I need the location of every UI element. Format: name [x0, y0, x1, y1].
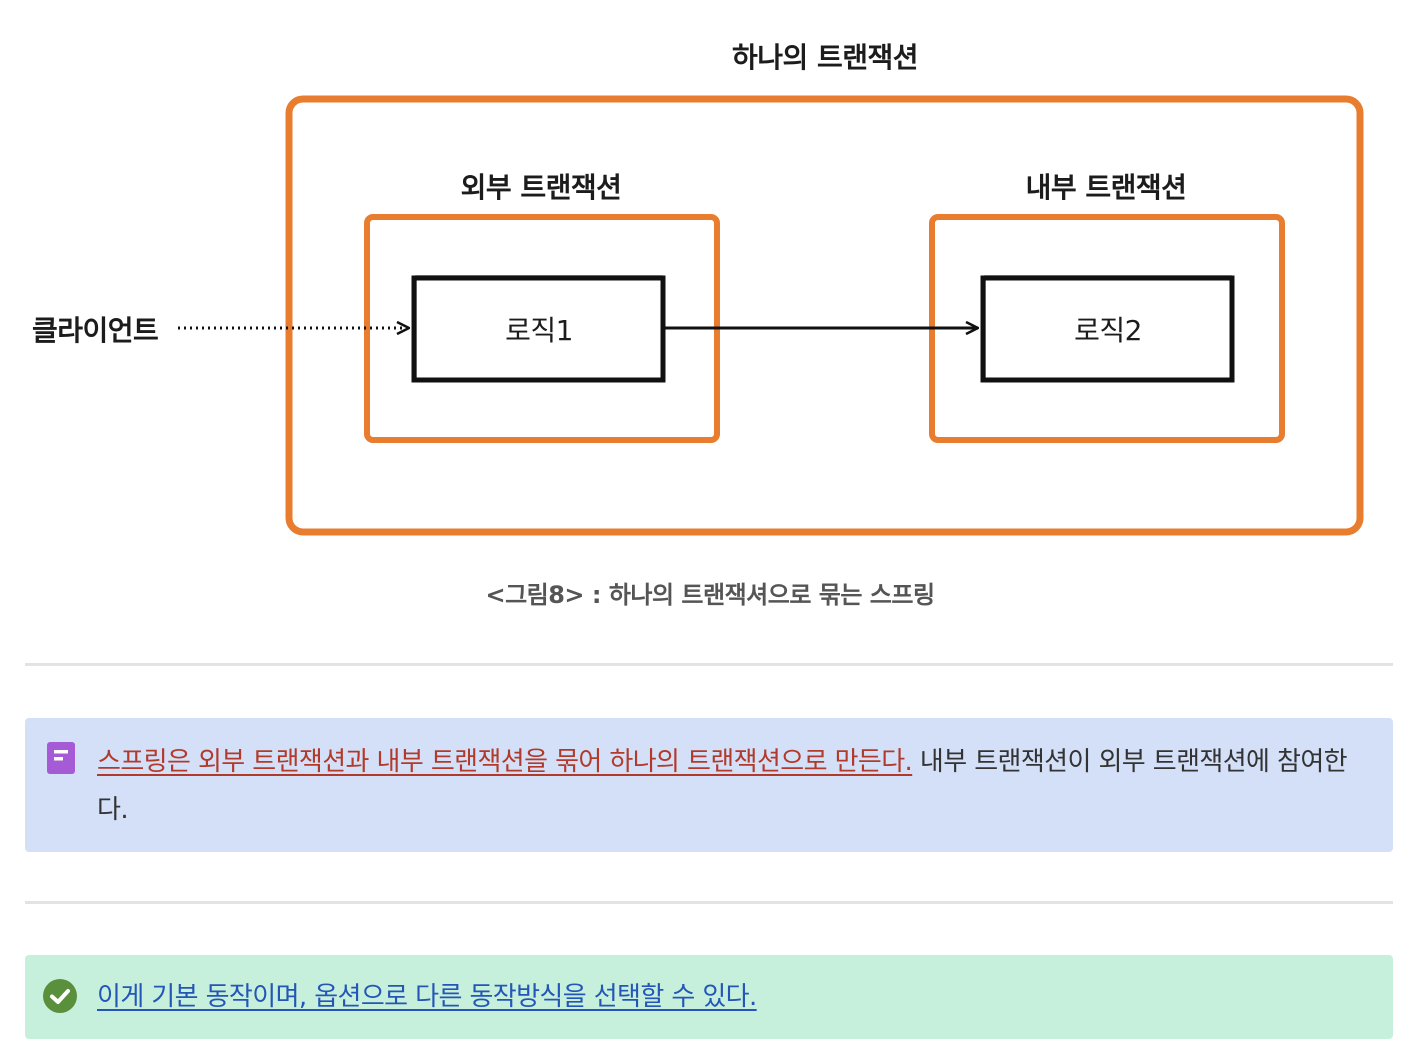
figure-caption: <그림8> : 하나의 트랜잭셔으로 묶는 스프링 — [485, 581, 935, 609]
logic2-box-sketch — [984, 275, 1232, 382]
logic1-box-sketch — [415, 275, 663, 382]
success-callout-text: 이게 기본 동작이며, 옵션으로 다른 동작방식을 선택할 수 있다. — [97, 973, 1353, 1021]
logic1-box — [411, 275, 666, 383]
one-transaction-label: 하나의 트랜잭션 — [731, 41, 919, 74]
logic1-label: 로직1 — [505, 314, 573, 347]
inner-transaction-label: 내부 트랜잭션 — [1025, 171, 1187, 204]
note-callout: 스프링은 외부 트랜잭션과 내부 트랜잭션을 묶어 하나의 트랜잭션으로 만든다… — [25, 718, 1393, 852]
one-transaction-box — [285, 95, 1364, 536]
transaction-diagram: 하나의 트랜잭션 외부 트랜잭션 내부 트랜잭션 클라이언트 로직1 로직2 — [32, 41, 1364, 536]
note-callout-text: 스프링은 외부 트랜잭션과 내부 트랜잭션을 묶어 하나의 트랜잭션으로 만든다… — [97, 738, 1353, 834]
logic2-box — [980, 275, 1235, 383]
outer-transaction-label: 외부 트랜잭션 — [460, 171, 622, 204]
client-label: 클라이언트 — [32, 314, 159, 347]
success-highlight: 이게 기본 동작이며, 옵션으로 다른 동작방식을 선택할 수 있다. — [97, 982, 757, 1012]
check-circle-icon — [43, 979, 77, 1013]
divider — [25, 901, 1393, 904]
note-highlight: 스프링은 외부 트랜잭션과 내부 트랜잭션을 묶어 하나의 트랜잭션으로 만든다… — [97, 747, 913, 777]
note-body: 내부 트랜잭션이 외부 트랜잭션에 참여한다. — [97, 747, 1348, 825]
diagram-canvas — [178, 95, 1364, 536]
note-icon — [47, 742, 75, 774]
divider — [25, 663, 1393, 666]
logic2-label: 로직2 — [1074, 314, 1142, 347]
success-callout: 이게 기본 동작이며, 옵션으로 다른 동작방식을 선택할 수 있다. — [25, 955, 1393, 1039]
